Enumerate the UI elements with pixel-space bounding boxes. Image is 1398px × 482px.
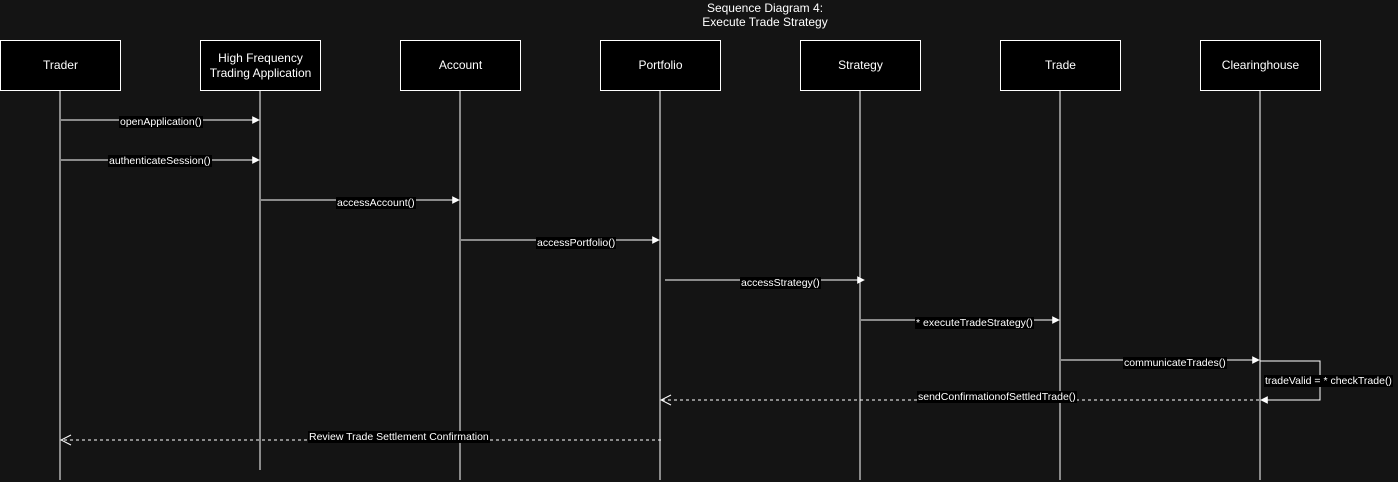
lifeline-clearinghouse: Clearinghouse [1200, 40, 1321, 91]
lifeline-trade: Trade [1000, 40, 1121, 91]
message-label-authenticate-session: authenticateSession() [108, 155, 212, 167]
lifeline-label: High Frequency Trading Application [209, 50, 312, 80]
message-label-execute-trade-strategy: * executeTradeStrategy() [915, 317, 1034, 329]
lifeline-strategy: Strategy [800, 40, 921, 91]
lifeline-trader: Trader [0, 40, 121, 91]
message-label-communicate-trades: communicateTrades() [1123, 357, 1227, 369]
message-label-open-application: openApplication() [119, 116, 203, 128]
lifeline-label: Portfolio [638, 58, 683, 72]
diagram-title-line-2: Execute Trade Strategy [702, 15, 828, 29]
lifeline-hft-application: High Frequency Trading Application [200, 40, 321, 91]
lifeline-label: Strategy [838, 58, 883, 72]
diagram-title-line-1: Sequence Diagram 4: [706, 1, 824, 15]
message-lines [61, 120, 1321, 440]
message-label-check-trade: tradeValid = * checkTrade() [1264, 375, 1393, 387]
lifeline-account: Account [400, 40, 521, 91]
message-label-send-confirmation: sendConfirmationofSettledTrade() [917, 391, 1077, 403]
message-label-access-strategy: accessStrategy() [740, 277, 821, 289]
lifeline-portfolio: Portfolio [600, 40, 721, 91]
lifeline-label: Trader [43, 58, 78, 72]
lifeline-lines [59, 90, 1261, 480]
message-label-access-portfolio: accessPortfolio() [536, 237, 617, 249]
lifeline-label: Clearinghouse [1221, 58, 1300, 72]
lifeline-label: Trade [1045, 58, 1076, 72]
message-label-review-confirmation: Review Trade Settlement Confirmation [308, 431, 490, 443]
message-label-access-account: accessAccount() [336, 197, 416, 209]
lifeline-label: Account [438, 58, 483, 72]
